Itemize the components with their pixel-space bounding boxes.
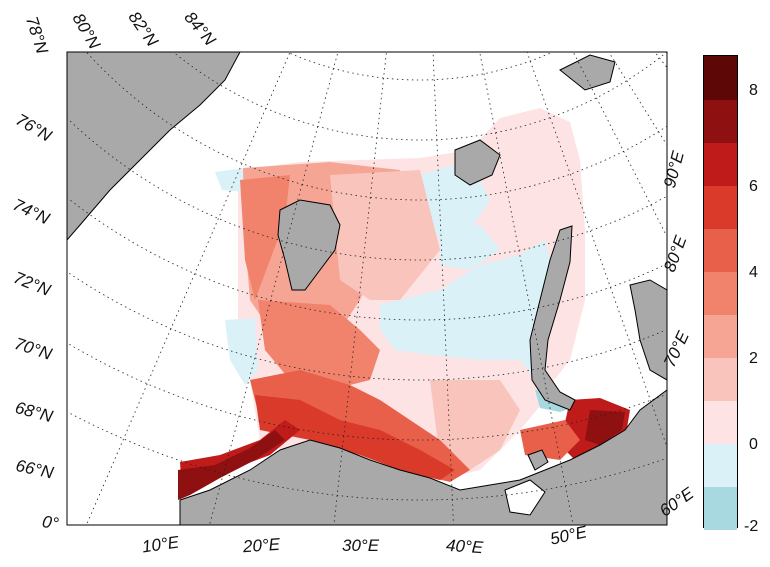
- colorbar-segment: [704, 400, 737, 444]
- field-blue-1: [380, 240, 555, 380]
- colorbar-tick-4: 4: [749, 264, 758, 281]
- colorbar-segment: [704, 228, 737, 272]
- colorbar-tick-2: 2: [749, 350, 758, 367]
- kolguev-island: [527, 449, 549, 471]
- field-red-east-deep: [585, 410, 625, 445]
- colorbar-segment: [704, 99, 737, 143]
- colorbar-tick-neg2: -2: [744, 518, 759, 535]
- field-warm-orange-2: [240, 175, 290, 300]
- scandinavia-russia-land: [179, 389, 667, 525]
- field-pink-east: [550, 230, 585, 385]
- colorbar-segment: [704, 314, 737, 358]
- greenland-land: [67, 52, 241, 241]
- franz-josef-land: [454, 139, 501, 186]
- colorbar-segment: [704, 443, 737, 487]
- colorbar-segment: [704, 486, 737, 530]
- field-blue-5: [215, 168, 245, 192]
- lon-label-30e: 30°E: [342, 536, 380, 555]
- field-red-coast-2: [178, 430, 285, 500]
- colorbar-tick-8: 8: [749, 82, 758, 99]
- colorbar-segment: [704, 185, 737, 229]
- colorbar: [703, 55, 738, 530]
- white-sea-water: [504, 479, 546, 516]
- lon-label-40e: 40°E: [445, 535, 484, 558]
- field-warm-orange: [258, 300, 380, 390]
- sea-field-layer: [178, 108, 630, 500]
- colorbar-segment: [704, 56, 737, 100]
- severnaya-land: [559, 54, 616, 91]
- land-layer: [67, 52, 667, 525]
- colorbar-tick-0: 0: [749, 436, 758, 453]
- colorbar-segment: [704, 142, 737, 186]
- colorbar-segment: [704, 357, 737, 401]
- field-red-deep: [255, 395, 455, 480]
- field-warm-east: [430, 380, 520, 470]
- yamal-land: [629, 279, 667, 381]
- field-warm-mid: [330, 170, 440, 300]
- svalbard-land: [277, 199, 341, 291]
- lat-label-0: 0°: [40, 512, 61, 534]
- lon-label-20e: 20°E: [242, 534, 281, 557]
- field-warm-pechora: [520, 420, 580, 460]
- field-blue-4: [225, 318, 258, 385]
- colorbar-tick-6: 6: [749, 178, 758, 195]
- colorbar-segment: [704, 271, 737, 315]
